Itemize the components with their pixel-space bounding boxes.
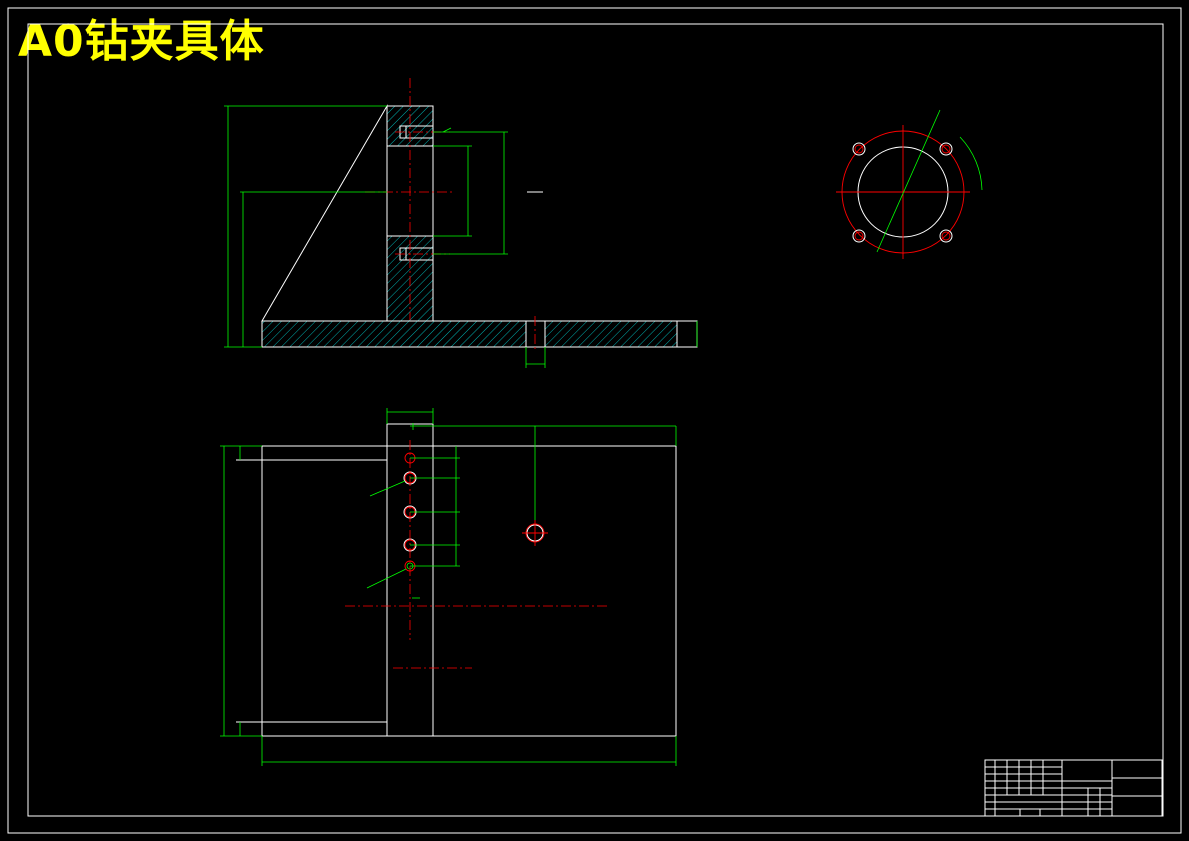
- base-hole: [525, 320, 546, 348]
- outer-frame: [7, 7, 1182, 834]
- title-block: [984, 759, 1163, 817]
- flange-detail-view: [836, 109, 983, 259]
- top-post-outline: [386, 423, 434, 737]
- base-plate-right: [544, 320, 678, 348]
- top-view: [220, 408, 677, 766]
- base-end: [676, 320, 698, 348]
- top-base-outline: [261, 445, 677, 737]
- inner-frame: [27, 23, 1164, 817]
- front-section-view: [224, 78, 698, 368]
- gusset-rib: [261, 104, 388, 322]
- base-plate-left: [261, 320, 527, 348]
